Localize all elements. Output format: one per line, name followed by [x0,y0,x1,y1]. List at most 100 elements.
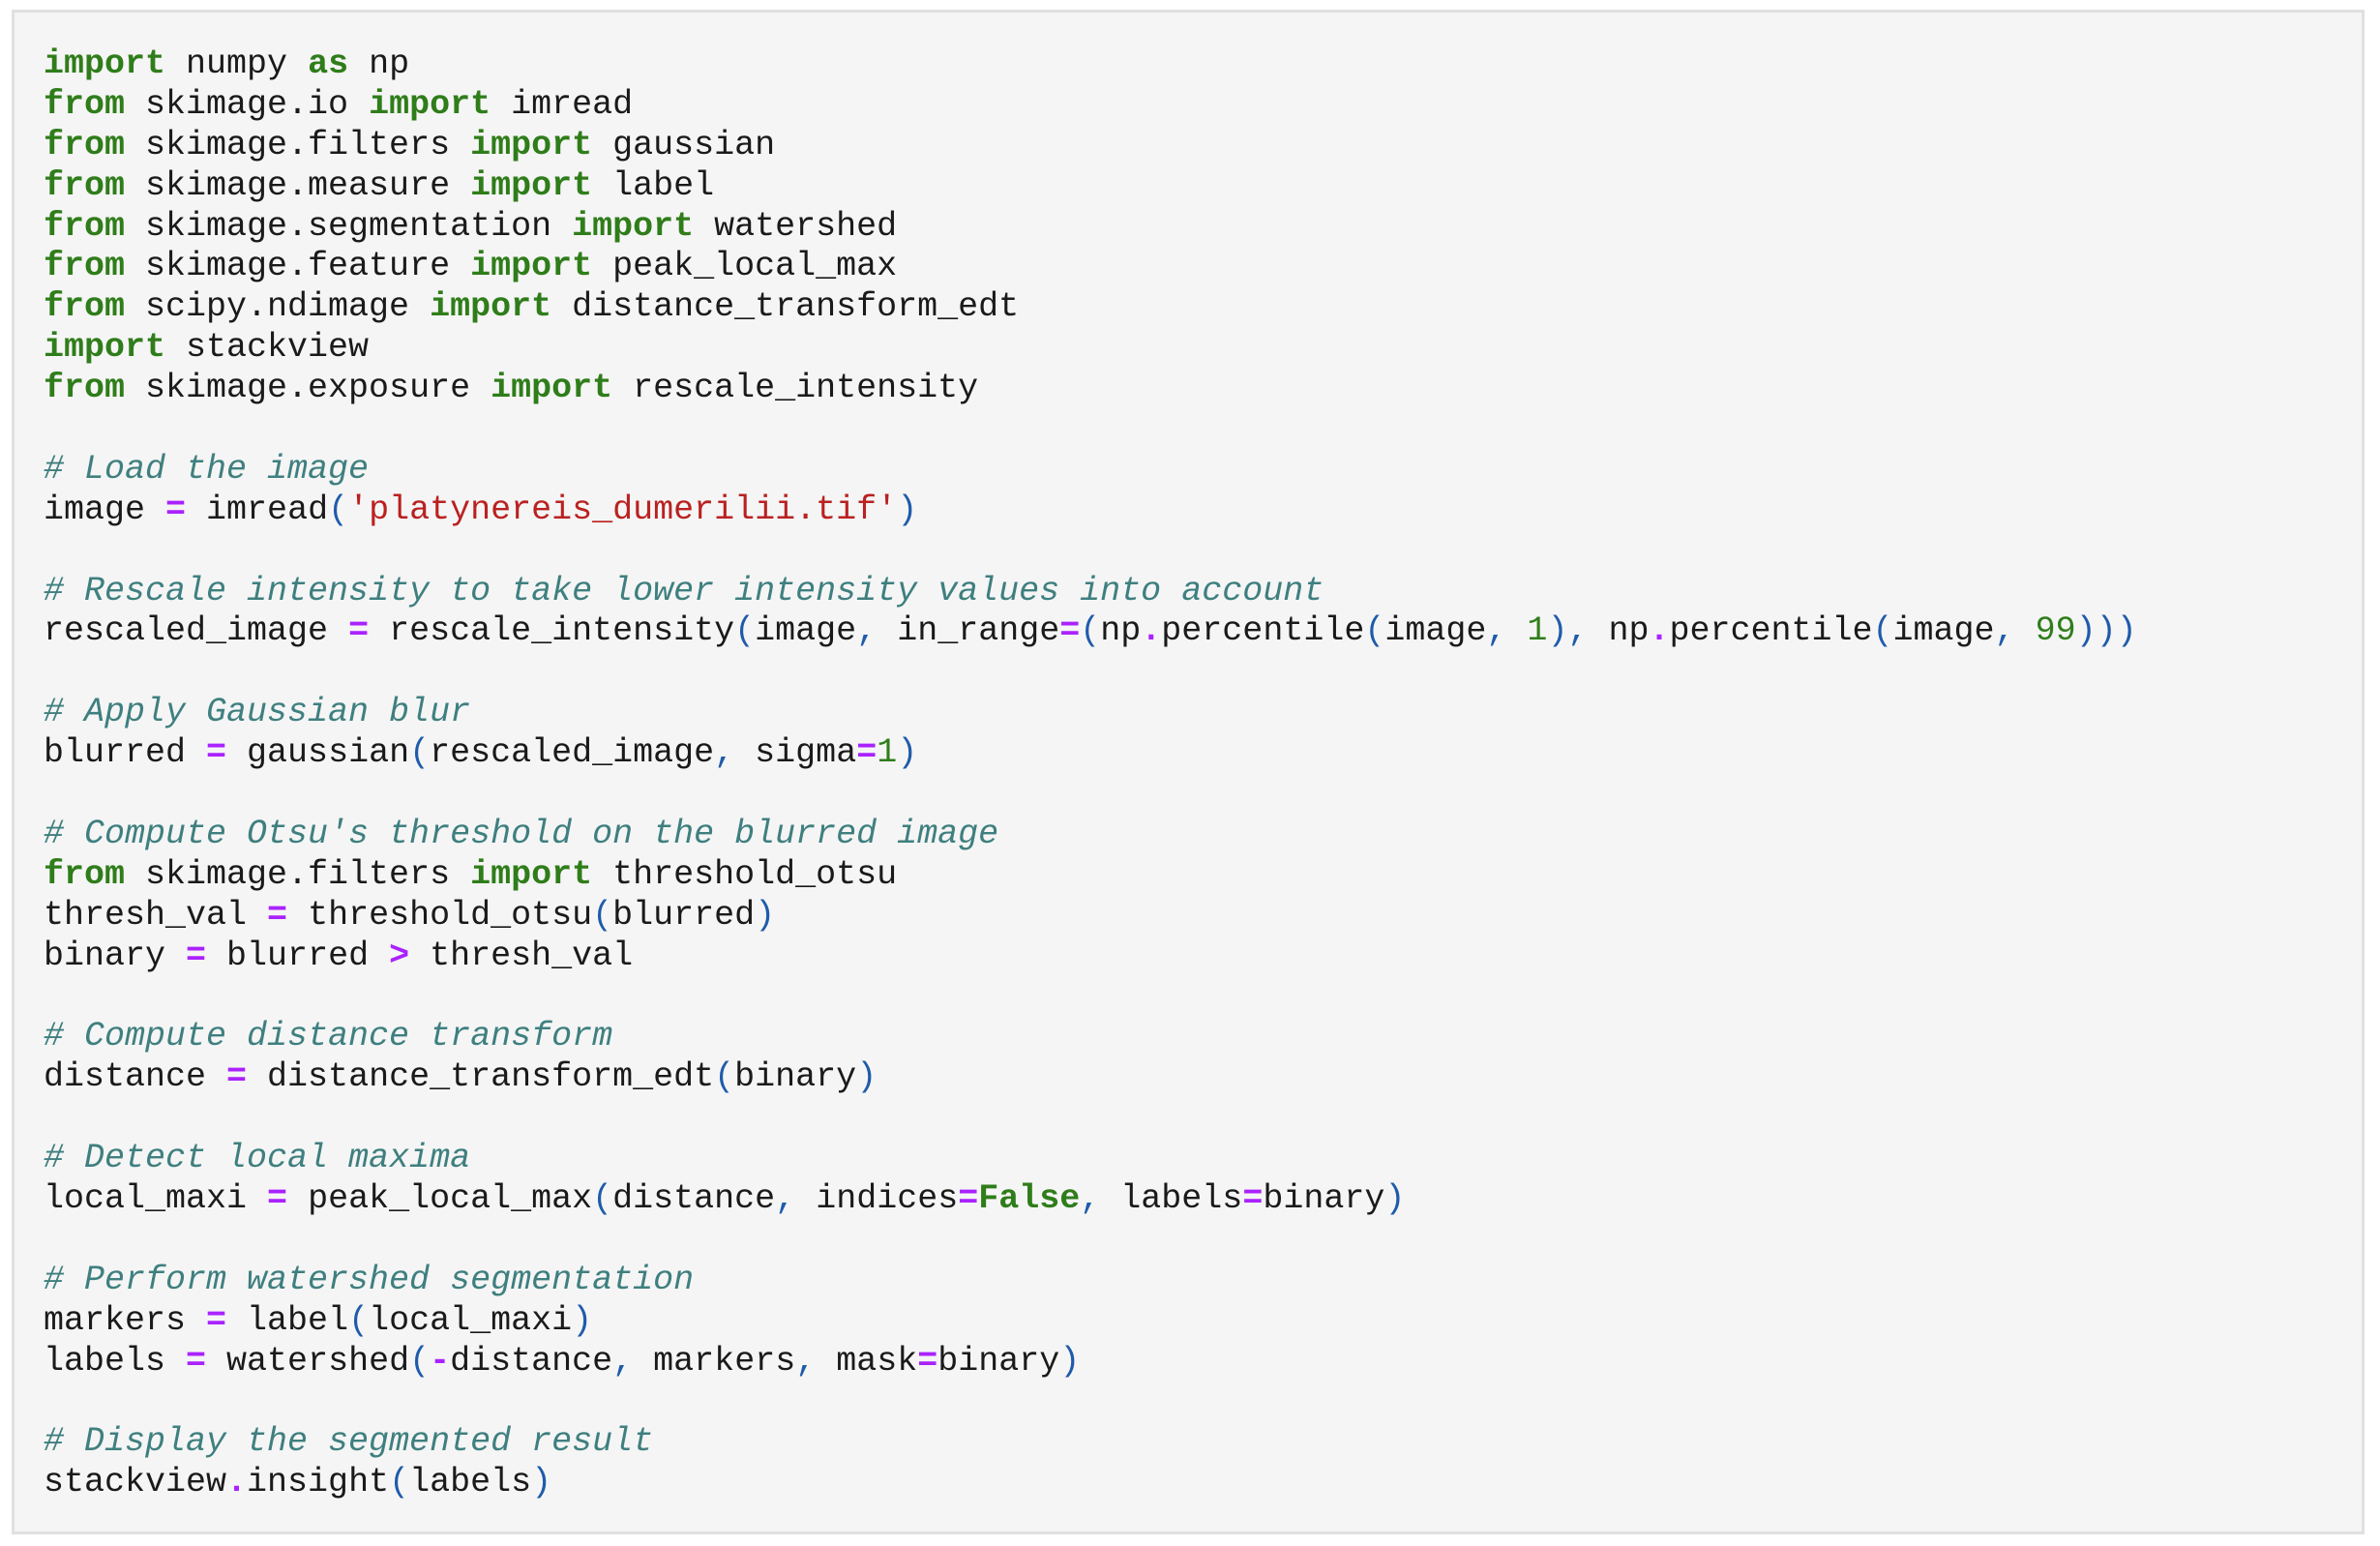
code-token: numpy [165,45,309,83]
number-token: 1 [1527,611,1548,651]
code-line [44,531,2137,572]
comment-token: # Detect local maxima [44,1139,471,1178]
operator-token: = [206,733,227,773]
code-token: stackview [165,328,370,368]
keyword-token: from [44,165,126,205]
code-line: local_maxi = peak_local_max(distance, in… [44,1179,2137,1220]
operator-token: = [917,1341,938,1381]
code-line [44,774,2137,815]
code-token: np [1100,611,1142,651]
code-token: percentile [1161,611,1365,651]
code-line: # Detect local maxima [44,1139,2137,1179]
code-line: from skimage.filters import gaussian [44,126,2137,166]
punctuation-token: ( [592,895,613,935]
code-token: indices [795,1178,959,1218]
code-line [44,1098,2137,1139]
comment-token: # Apply Gaussian blur [44,693,471,732]
operator-token: = [206,1300,227,1340]
comment-token: # Load the image [44,449,370,489]
code-token: image [1892,611,1995,651]
code-token: image [755,611,857,651]
code-line: # Load the image [44,450,2137,491]
code-token: local_maxi [369,1300,573,1340]
keyword-token: import [470,854,593,894]
punctuation-token: ) [897,490,918,529]
punctuation-token: ( [409,1341,431,1381]
operator-token: . [1649,611,1670,651]
code-token: peak_local_max [287,1178,593,1218]
string-token: 'platynereis_dumerilii.tif' [348,490,898,529]
punctuation-token: ) [755,895,776,935]
code-token: mask [816,1341,918,1381]
keyword-token: import [44,45,166,83]
code-token: image [44,490,166,529]
code-line: labels = watershed(-distance, markers, m… [44,1342,2137,1382]
comment-token: # Compute Otsu's threshold on the blurre… [44,814,999,853]
code-token: skimage.exposure [125,369,491,408]
punctuation-token: ) [1059,1341,1081,1381]
keyword-token: import [470,125,593,164]
number-token: 1 [877,733,898,773]
code-line [44,1220,2137,1261]
punctuation-token: , [1486,611,1507,651]
code-token: scipy.ndimage [125,287,431,327]
code-line: # Perform watershed segmentation [44,1261,2137,1301]
code-token: markers [633,1341,796,1381]
code-token: blurred [44,733,207,773]
punctuation-token: , [775,1178,796,1218]
comment-token: # Rescale intensity to take lower intens… [44,571,1324,610]
code-line: import numpy as np [44,45,2137,85]
comment-token: # Display the segmented result [44,1422,654,1462]
code-line: image = imread('platynereis_dumerilii.ti… [44,491,2137,531]
code-line: markers = label(local_maxi) [44,1301,2137,1342]
keyword-token: from [44,369,126,408]
punctuation-token: , [714,733,735,773]
punctuation-token: ), [1547,611,1589,651]
code-token: skimage.measure [125,165,471,205]
punctuation-token: ))) [2075,611,2137,651]
code-token: imread [186,490,329,529]
punctuation-token: , [795,1341,817,1381]
code-token: peak_local_max [592,247,898,286]
code-token: labels [44,1341,187,1381]
code-token: label [226,1300,349,1340]
code-line: import stackview [44,328,2137,369]
code-token: binary [1263,1178,1385,1218]
code-token: sigma [734,733,857,773]
keyword-token: as [308,45,349,83]
keyword-token: import [572,206,695,246]
code-line [44,1382,2137,1422]
operator-token: = [958,1178,979,1218]
punctuation-token: ( [1872,611,1893,651]
keyword-token: from [44,287,126,327]
code-token: binary [734,1057,857,1097]
punctuation-token: , [856,611,878,651]
code-token: binary [937,1341,1060,1381]
punctuation-token: ( [409,733,431,773]
punctuation-token: , [1994,611,2015,651]
code-token: binary [44,936,187,975]
punctuation-token: ) [1384,1178,1406,1218]
code-line: thresh_val = threshold_otsu(blurred) [44,896,2137,937]
code-line: # Compute distance transform [44,1017,2137,1057]
punctuation-token: ( [1364,611,1385,651]
code-token: np [348,45,410,83]
code-token: in_range [877,611,1060,651]
code-line: rescaled_image = rescale_intensity(image… [44,611,2137,652]
punctuation-token: ( [328,490,349,529]
keyword-token: from [44,854,126,894]
code-token: thresh_val [44,895,268,935]
operator-token: = [165,490,187,529]
code-line: stackview.insight(labels) [44,1463,2137,1503]
code-line: from scipy.ndimage import distance_trans… [44,287,2137,328]
code-token: labels [409,1463,532,1502]
code-token [1506,611,1527,650]
code-token: threshold_otsu [592,854,898,894]
operator-token: > [389,936,410,975]
number-token: 99 [2035,611,2076,651]
punctuation-token: ) [856,1057,878,1097]
code-line: # Display the segmented result [44,1422,2137,1463]
code-line: from skimage.measure import label [44,166,2137,207]
